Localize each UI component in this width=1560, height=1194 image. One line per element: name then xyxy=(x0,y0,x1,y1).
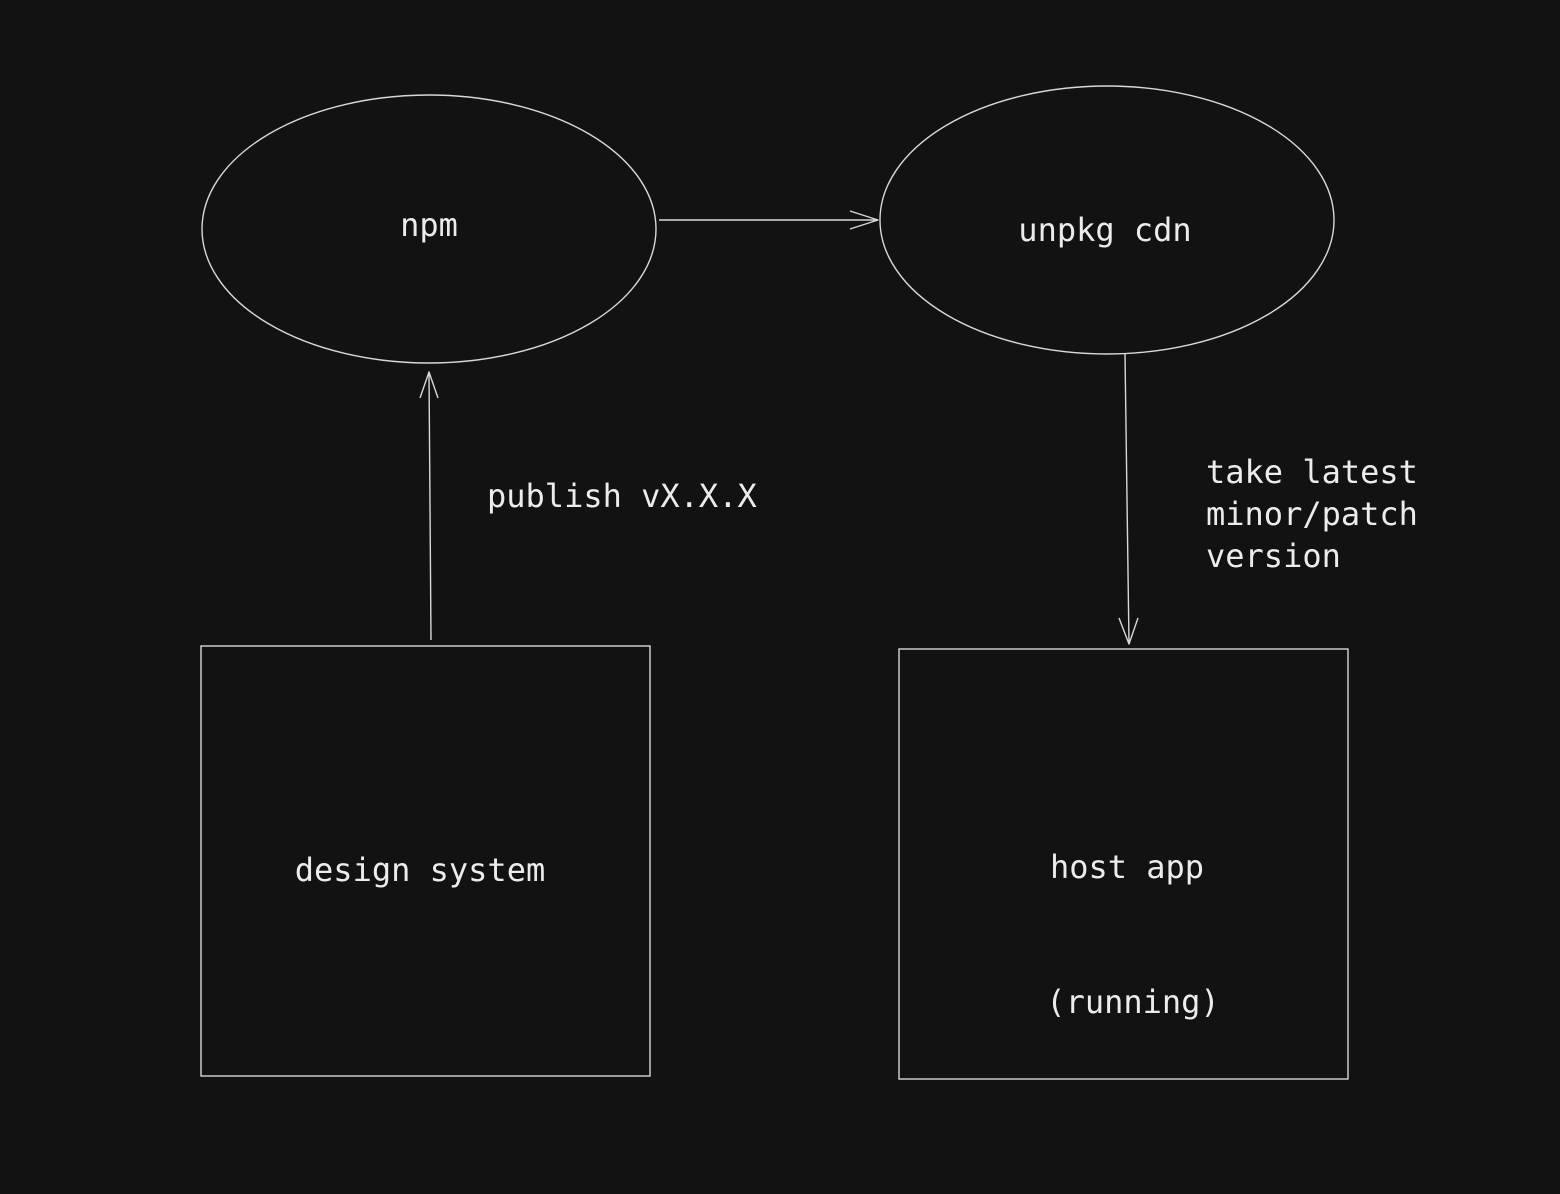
take-latest-line-1: take latest xyxy=(1206,453,1418,491)
host-app-node-shape[interactable] xyxy=(898,648,1349,1080)
npm-node-shape[interactable] xyxy=(201,94,657,364)
publish-edge-label: publish vX.X.X xyxy=(487,477,757,515)
npm-node-label: npm xyxy=(400,206,458,244)
publish-arrow[interactable] xyxy=(419,371,439,641)
npm-to-unpkg-arrow[interactable] xyxy=(659,210,879,230)
host-app-status-label: (running) xyxy=(1046,983,1220,1021)
take-latest-line-3: version xyxy=(1206,537,1341,575)
unpkg-cdn-node-shape[interactable] xyxy=(879,85,1335,355)
take-latest-arrow[interactable] xyxy=(1118,353,1139,645)
take-latest-line-2: minor/patch xyxy=(1206,495,1418,533)
design-system-node-shape[interactable] xyxy=(200,645,651,1077)
take-latest-edge-label: take latest minor/patch version xyxy=(1206,451,1418,577)
unpkg-cdn-node-label: unpkg cdn xyxy=(1018,211,1192,249)
design-system-node-label: design system xyxy=(294,851,546,889)
host-app-node-label: host app xyxy=(1049,848,1205,886)
